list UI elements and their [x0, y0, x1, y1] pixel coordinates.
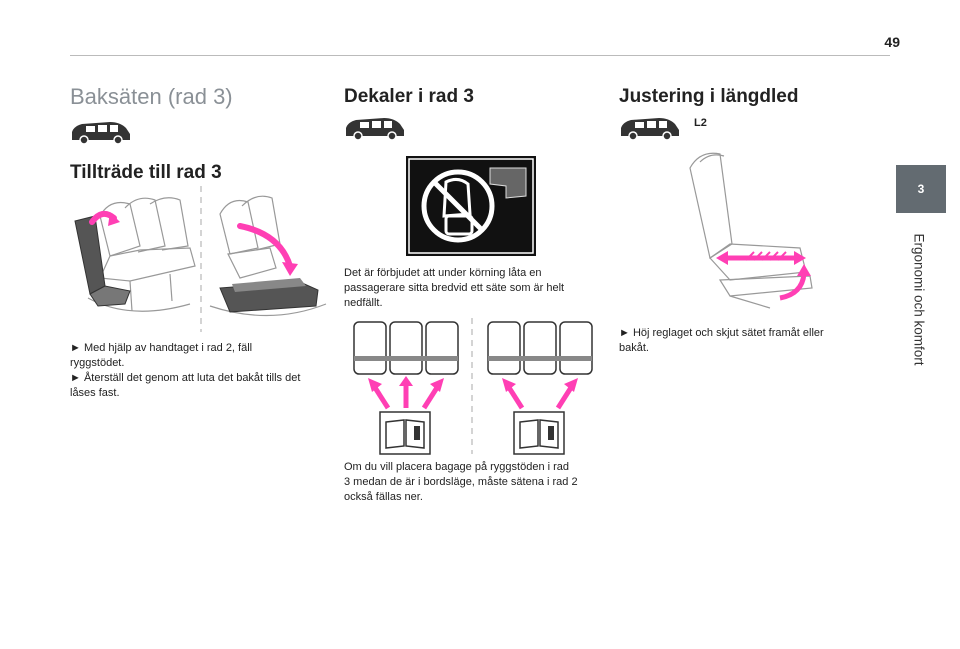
text-line: låses fast.	[70, 387, 120, 399]
text-line: också fällas ner.	[344, 491, 423, 503]
seat-fold-illustration	[74, 186, 327, 332]
section-title-decals: Dekaler i rad 3	[344, 86, 474, 107]
text-line: 3 medan de är i bordsläge, måste sätena …	[344, 476, 578, 488]
text-line: nedfällt.	[344, 297, 383, 309]
van-icon	[621, 118, 679, 141]
decal-warning-text: Det är förbjudet att under körning låta …	[344, 266, 594, 311]
section-title-longitudinal: Justering i längdled	[619, 86, 799, 107]
seat-table-mode-illustration	[353, 318, 593, 455]
subsection-title-access: Tillträde till rad 3	[70, 162, 222, 183]
text-line: ► Höj reglaget och skjut sätet framåt el…	[619, 327, 824, 339]
slide-instructions: ► Höj reglaget och skjut sätet framåt el…	[619, 326, 859, 356]
text-line: bakåt.	[619, 342, 649, 354]
chapter-label: Ergonomi och komfort	[898, 220, 938, 390]
text-line: passagerare sitta bredvid ett säte som ä…	[344, 282, 565, 294]
instructions-rear-seats: ► Med hjälp av handtaget i rad 2, fäll r…	[70, 341, 332, 401]
page-number: 49	[884, 34, 900, 50]
text-line: ► Med hjälp av handtaget i rad 2, fäll	[70, 342, 253, 354]
warning-decal-icon	[406, 156, 536, 256]
van-icon	[346, 118, 404, 141]
text-line: Om du vill placera bagage på ryggstöden …	[344, 461, 570, 473]
chapter-label-text: Ergonomi och komfort	[911, 233, 927, 366]
text-line: Det är förbjudet att under körning låta …	[344, 267, 542, 279]
section-title-rear-seats: Baksäten (rad 3)	[70, 84, 233, 109]
seat-slide-illustration	[689, 152, 813, 309]
header-rule	[70, 55, 890, 56]
text-line: ► Återställ det genom att luta det bakåt…	[70, 372, 301, 384]
chapter-tab[interactable]: 3	[896, 165, 946, 213]
manual-book-icon	[513, 411, 565, 455]
manual-book-icon	[379, 411, 431, 455]
model-badge: L2	[694, 117, 707, 129]
bagage-text: Om du vill placera bagage på ryggstöden …	[344, 460, 594, 505]
van-icon	[72, 122, 130, 145]
text-line: ryggstödet.	[70, 357, 125, 369]
